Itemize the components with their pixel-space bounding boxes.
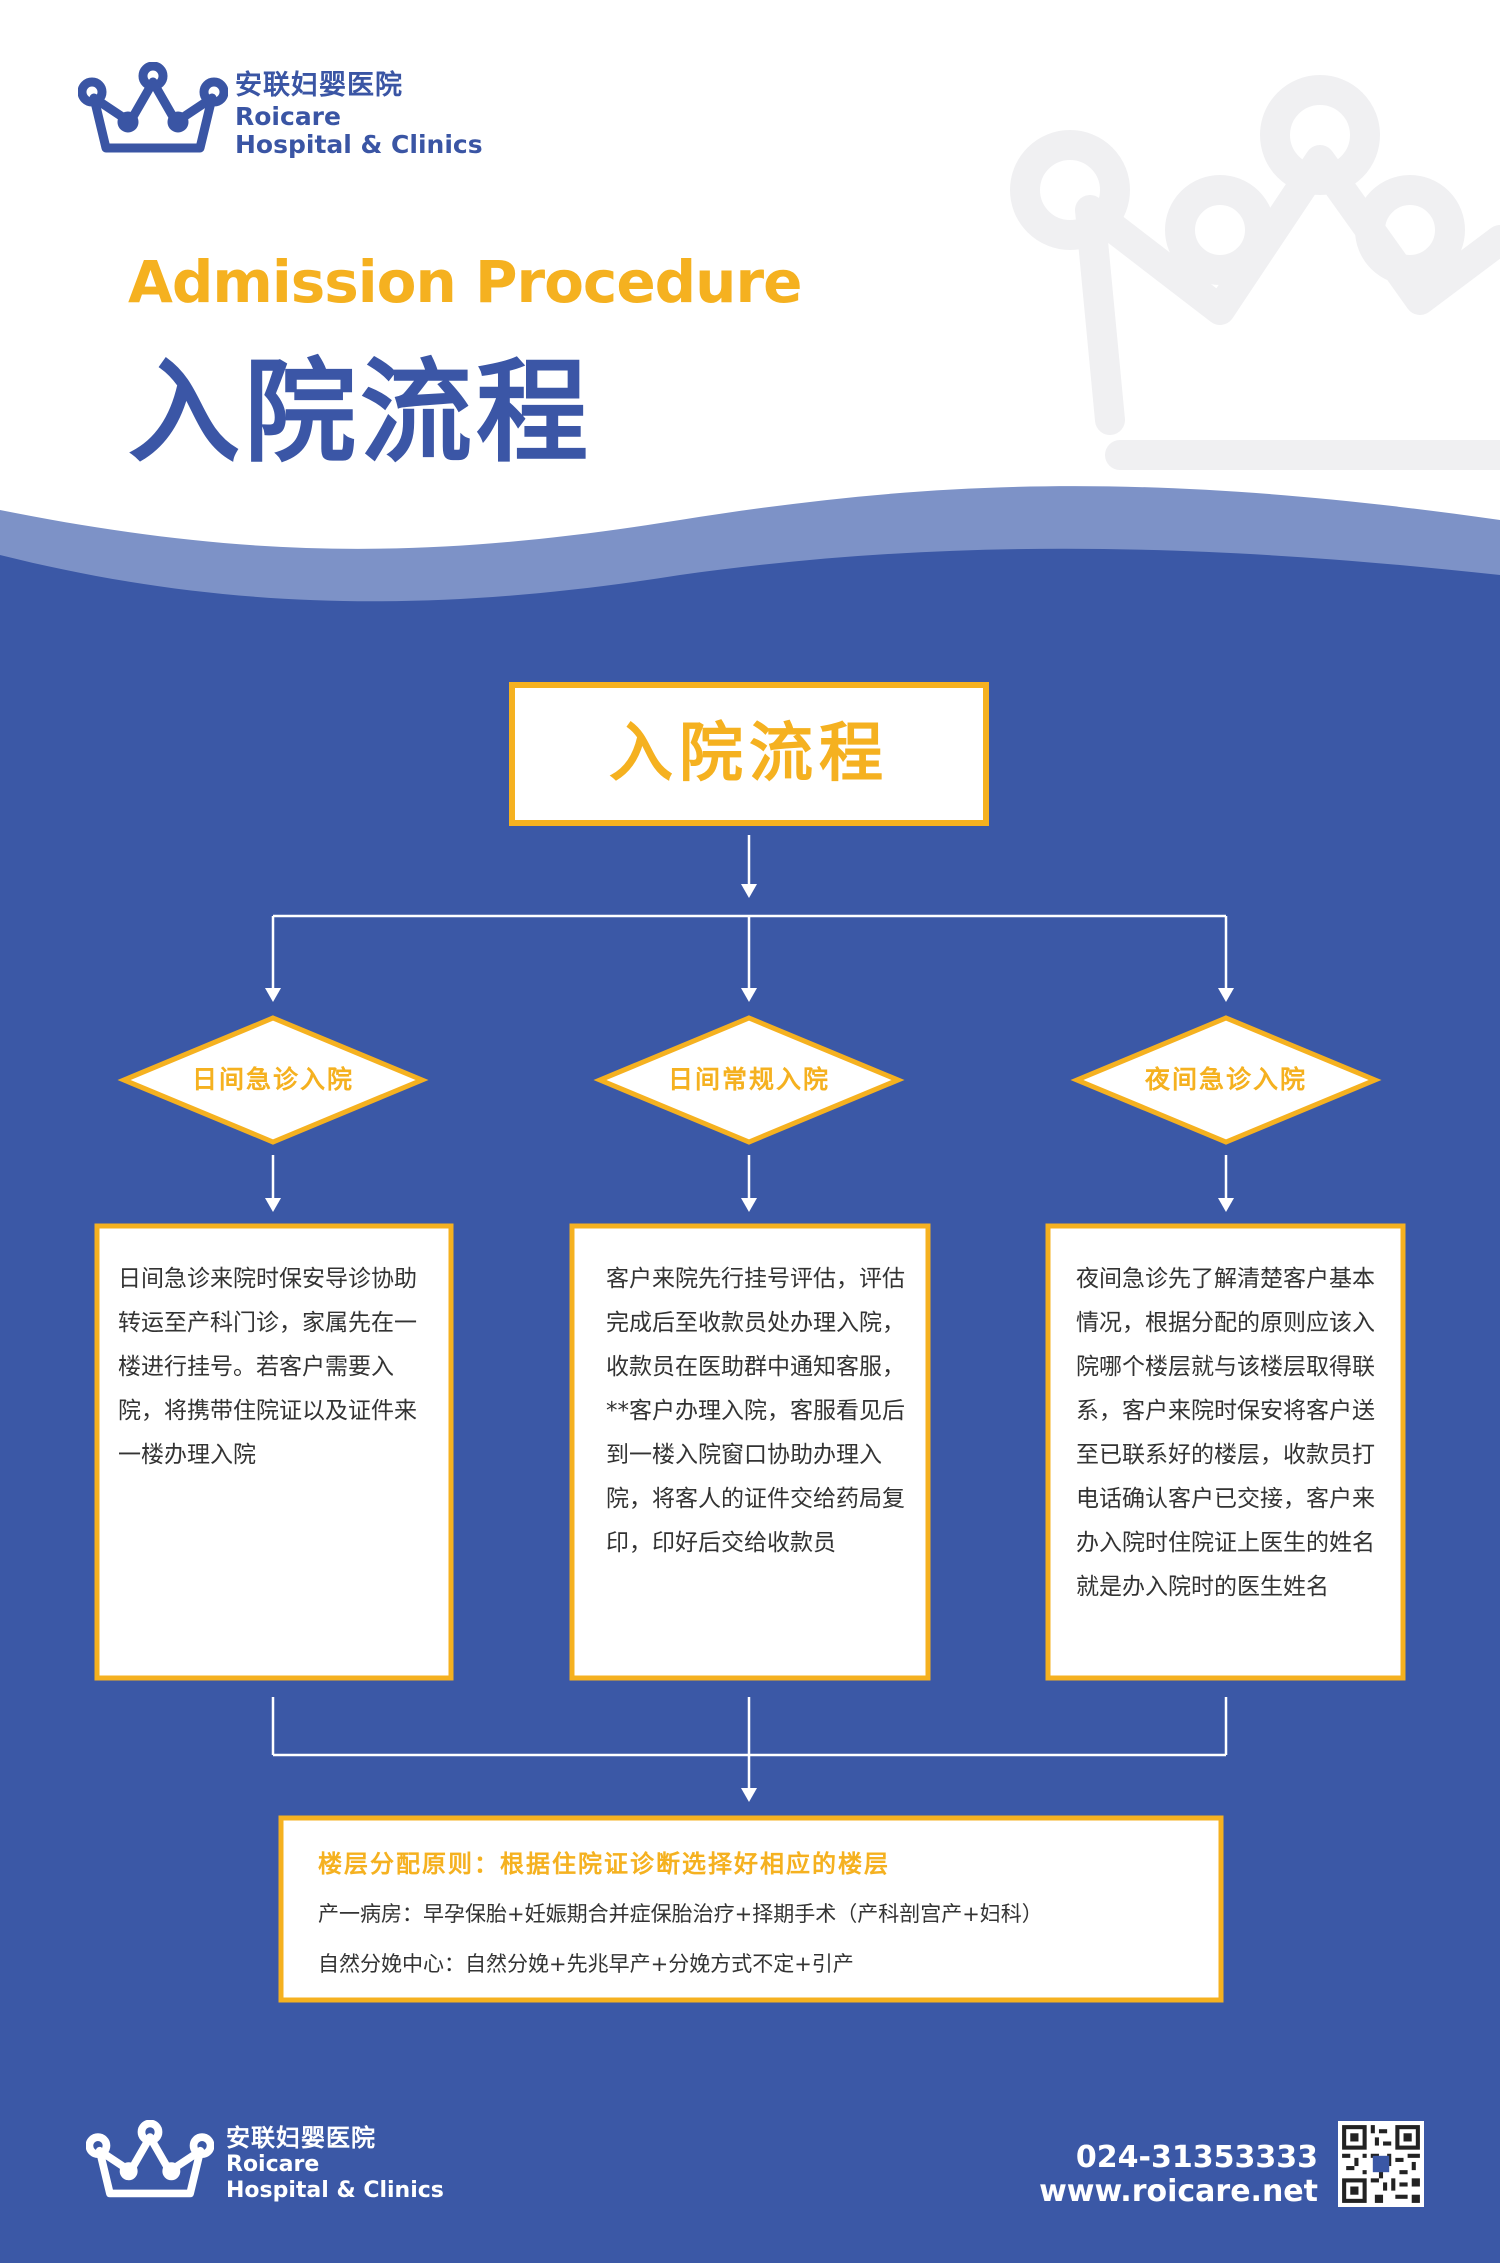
footer-brand-name-en-2: Hospital & Clinics	[226, 2178, 444, 2203]
brand-name-en-2: Hospital & Clinics	[235, 130, 483, 159]
floor-rule-title: 楼层分配原则：根据住院证诊断选择好相应的楼层	[318, 1850, 890, 1878]
branch-text-1: 日间急诊来院时保安导诊协助转运至产科门诊，家属先在一楼进行挂号。若客户需要入院，…	[118, 1266, 417, 1468]
flow-connectors	[271, 835, 1228, 1790]
content-box-frame-3	[1045, 1223, 1406, 1681]
floor-box-frame	[278, 1815, 1224, 2003]
brand-name-cn: 安联妇婴医院	[235, 70, 403, 101]
qr-code-icon[interactable]	[1338, 2121, 1424, 2207]
branch-label-2: 日间常规入院	[667, 1065, 830, 1094]
footer-brand-name-en-1: Roicare	[226, 2152, 320, 2177]
branch-label-1: 日间急诊入院	[191, 1065, 354, 1094]
branch-text-3: 夜间急诊先了解清楚客户基本情况，根据分配的原则应该入院哪个楼层就与该楼层取得联系…	[1076, 1266, 1375, 1600]
content-box-frame-2	[569, 1223, 931, 1681]
floor-rule-line-1: 产一病房：早孕保胎+妊娠期合并症保胎治疗+择期手术（产科剖宫产+妇科）	[318, 1902, 1043, 1926]
flow-top-label: 入院流程	[609, 717, 889, 791]
decision-diamond-3	[1070, 1015, 1382, 1145]
arrow-down-icon	[265, 884, 1234, 1802]
footer-logo: 安联妇婴医院 Roicare Hospital & Clinics	[86, 2120, 466, 2203]
crown-logo-icon	[86, 2120, 214, 2198]
header-logo: 安联妇婴医院 Roicare Hospital & Clinics	[78, 62, 483, 162]
footer-website[interactable]: www.roicare.net	[1039, 2174, 1318, 2209]
decision-diamond-2	[593, 1015, 905, 1145]
watermark-crown-icon	[1010, 75, 1500, 470]
branch-label-3: 夜间急诊入院	[1144, 1065, 1307, 1094]
top-box-frame	[509, 682, 989, 826]
floor-rule-line-2: 自然分娩中心：自然分娩+先兆早产+分娩方式不定+引产	[318, 1952, 854, 1976]
decision-diamond-1	[117, 1015, 429, 1145]
page-title-cn: 入院流程	[128, 348, 592, 478]
footer-phone: 024-31353333	[1075, 2140, 1318, 2175]
brand-name-en-1: Roicare	[235, 102, 341, 131]
content-box-frame-1	[94, 1223, 454, 1681]
branch-text-2: 客户来院先行挂号评估，评估完成后至收款员处办理入院，收款员在医助群中通知客服，*…	[606, 1266, 905, 1556]
page-title-en: Admission Procedure	[128, 248, 802, 316]
footer-brand-name-cn: 安联妇婴医院	[226, 2124, 376, 2152]
crown-logo-icon	[78, 62, 228, 153]
